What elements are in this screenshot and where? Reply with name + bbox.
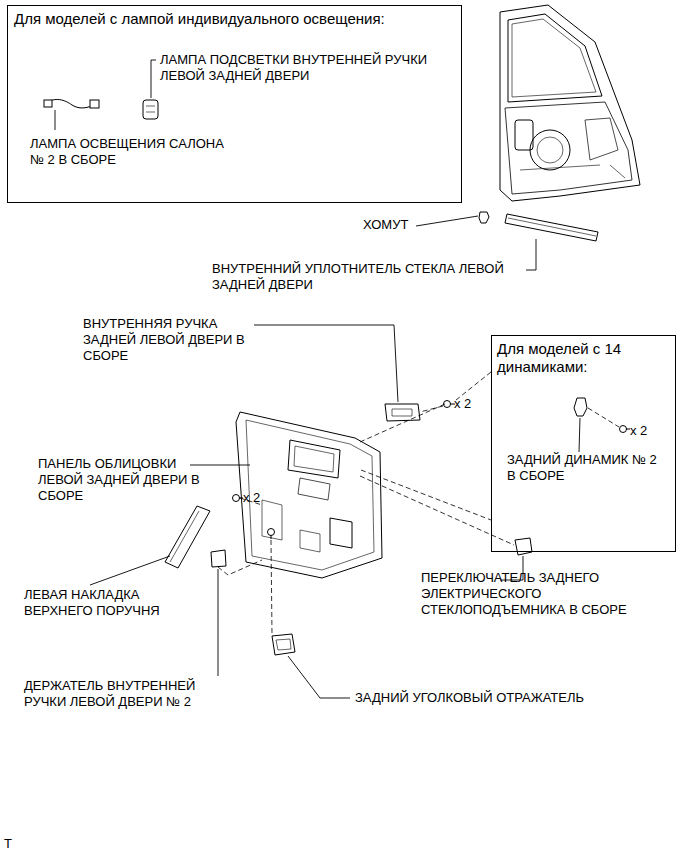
part-name: x 2 (630, 423, 670, 439)
frame-heading: Для моделей с 14 динамиками: (497, 340, 669, 376)
quantity-mark: T (4, 836, 24, 852)
speaker-part (574, 398, 587, 416)
rear-door-figure (500, 5, 640, 201)
part-name: ЛАМПА ПОДСВЕТКИ ВНУТРЕННЕЙ РУЧКИ ЛЕВОЙ З… (160, 52, 455, 84)
door-trim-panel-figure (236, 412, 382, 578)
handle-holder-part (211, 550, 226, 567)
part-name: ПЕРЕКЛЮЧАТЕЛЬ ЗАДНЕГО ЭЛЕКТРИЧЕСКОГО СТЕ… (421, 570, 647, 618)
lamp-wire-part (45, 99, 96, 108)
reflector-part (272, 634, 295, 655)
part-name: ДЕРЖАТЕЛЬ ВНУТРЕННЕЙ РУЧКИ ЛЕВОЙ ДВЕРИ №… (24, 678, 220, 710)
frame-heading: Для моделей с лампой индивидуального осв… (14, 10, 454, 28)
screws (233, 401, 631, 540)
part-name: ЛАМПА ОСВЕЩЕНИЯ САЛОНА № 2 В СБОРЕ (30, 136, 232, 168)
part-name: ВНУТРЕННЯЯ РУЧКА ЗАДНЕЙ ЛЕВОЙ ДВЕРИ В СБ… (83, 316, 257, 364)
window-switch-part (515, 538, 532, 555)
handle-lamp-part (143, 100, 158, 119)
armrest-cover-part (165, 506, 210, 568)
condition-frame: Для моделей с 14 динамиками: ЗАДНИЙ ДИНАМ… (491, 335, 676, 552)
quantity-mark: x 2 (454, 396, 489, 412)
part-name: ХОМУТ (363, 217, 433, 233)
part-name: ПАНЕЛЬ ОБЛИЦОВКИ ЛЕВОЙ ЗАДНЕЙ ДВЕРИ В СБ… (38, 456, 212, 504)
glass-seal-part (505, 214, 598, 241)
part-name: ЛЕВАЯ НАКЛАДКА ВЕРХНЕГО ПОРУЧНЯ (24, 587, 170, 619)
quantity-mark: x 2 (243, 490, 278, 506)
part-name: ВНУТРЕННИЙ УПЛОТНИТЕЛЬ СТЕКЛА ЛЕВОЙ ЗАДН… (212, 261, 534, 293)
part-name: ЗАДНИЙ УГОЛКОВЫЙ ОТРАЖАТЕЛЬ (355, 690, 607, 706)
clip-part (479, 212, 489, 223)
part-name: ЗАДНИЙ ДИНАМИК № 2 В СБОРЕ (507, 452, 660, 484)
assembly-dashed-lines (218, 372, 619, 634)
condition-frame: Для моделей с лампой индивидуального осв… (7, 5, 462, 203)
inner-handle-part (385, 404, 420, 421)
